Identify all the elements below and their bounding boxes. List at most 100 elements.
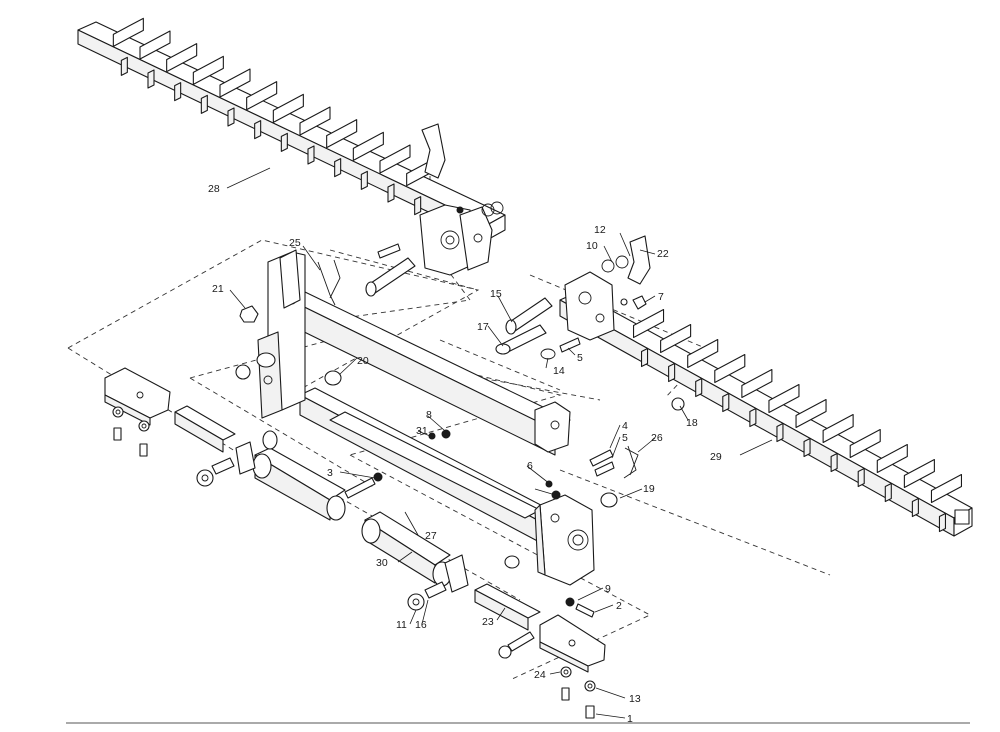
- latch-hook-part: [421, 123, 651, 285]
- callout-17: 17: [477, 321, 489, 333]
- upper-beam-tooth-tine: [174, 82, 182, 102]
- callout-18: 18: [686, 417, 698, 429]
- upper-beam-tooth-tine: [360, 170, 368, 190]
- callout-9: 9: [605, 583, 611, 595]
- spring-pin-26: [623, 445, 639, 479]
- upper-beam-tooth-plate: [352, 131, 384, 161]
- left-frame-bracket: [256, 249, 306, 419]
- clevis-left: [235, 430, 278, 475]
- callout-6: 6: [527, 460, 533, 472]
- upper-beam-tooth-plate: [246, 81, 278, 111]
- lower-beam-tooth-tine: [640, 347, 649, 368]
- upper-beam-tooth-plate: [272, 93, 304, 123]
- lower-beam-tooth-plate: [876, 443, 908, 474]
- lower-beam-tooth-tine: [803, 437, 811, 458]
- upper-beam-tooth-plate: [326, 119, 358, 149]
- callout-28: 28: [208, 183, 220, 195]
- upper-beam-tooth-plate: [139, 30, 171, 60]
- spring-pin-25: [317, 259, 341, 306]
- callout-2: 2: [616, 600, 622, 612]
- lower-beam-tooth-plate: [822, 413, 854, 444]
- lower-beam-tooth-tine: [884, 482, 892, 503]
- right-frame-bracket: [534, 401, 595, 586]
- callout-19: 19: [643, 483, 655, 495]
- lower-beam-tooth-tine: [911, 497, 919, 518]
- upper-beam-tooth-tine: [334, 158, 342, 178]
- callout-27: 27: [425, 530, 437, 542]
- pin-17: [495, 324, 547, 355]
- right-skid-shoe: [539, 614, 606, 673]
- upper-beam-tooth-tine: [280, 132, 288, 152]
- roller-cylinder-upper: [252, 447, 346, 521]
- upper-beam-tooth-tine: [254, 120, 262, 140]
- upper-tine-beam: [77, 17, 506, 241]
- lower-beam-tooth-tine: [695, 377, 703, 398]
- upper-beam-tooth-plate: [192, 55, 224, 85]
- callout-1: 1: [627, 713, 633, 725]
- upper-beam-tooth-tine: [227, 107, 235, 127]
- upper-beam-tooth-tine: [147, 69, 155, 89]
- callout-14: 14: [553, 365, 565, 377]
- callout-24: 24: [534, 669, 546, 681]
- lower-beam-tooth-plate: [714, 353, 746, 384]
- upper-beam-tooth-plate: [379, 144, 411, 174]
- callout-10: 10: [586, 240, 598, 252]
- upper-beam-tooth-plate: [166, 43, 198, 73]
- callout-20: 20: [357, 355, 369, 367]
- right-hitch-bracket: [564, 271, 615, 341]
- lower-beam-tooth-plate: [660, 323, 692, 354]
- lower-beam-tooth-tine: [857, 467, 865, 488]
- left-skid-shoe: [104, 367, 171, 426]
- upper-hitch-bracket: [419, 204, 493, 276]
- square-bar-right: [474, 583, 541, 631]
- lower-beam-tooth-tine: [749, 407, 757, 428]
- lower-beam-tooth-tine: [722, 392, 730, 413]
- callout-13: 13: [629, 693, 641, 705]
- upper-beam-tooth-tine: [120, 56, 128, 76]
- lower-beam-tooth-tine: [830, 452, 838, 473]
- upper-pin: [365, 257, 416, 297]
- callout-7: 7: [658, 291, 664, 303]
- callout-29: 29: [710, 451, 722, 463]
- upper-beam-tooth-plate: [219, 68, 251, 98]
- callout-5-upper: 5: [577, 352, 583, 364]
- callout-26: 26: [651, 432, 663, 444]
- main-frame: [289, 291, 571, 546]
- upper-beam-tooth-plate: [112, 17, 144, 47]
- upper-beam-tooth-tine: [200, 94, 208, 114]
- clevis-right: [444, 554, 469, 593]
- callout-labels: 1 2 3 4 5 5 6 7 8 9 10 11 12 13 14 15 16…: [208, 183, 722, 725]
- upper-beam-tooth-tine: [307, 145, 315, 165]
- roller-cylinder-lower: [361, 511, 452, 587]
- lower-beam-tooth-plate: [849, 428, 881, 459]
- callout-30: 30: [376, 557, 388, 569]
- upper-beam-tooth-tine: [414, 196, 422, 216]
- callout-25: 25: [289, 237, 301, 249]
- lower-beam-tooth-plate: [903, 458, 935, 489]
- leader-lines: [226, 167, 773, 719]
- pin-15: [505, 297, 553, 335]
- callout-15: 15: [490, 288, 502, 300]
- lower-tine-beam: [559, 291, 973, 537]
- lower-beam-tooth-plate: [930, 473, 963, 504]
- lower-beam-tooth-plate: [687, 338, 719, 369]
- lower-beam-tooth-tine: [938, 512, 947, 533]
- callout-16: 16: [415, 619, 427, 631]
- callout-5-lower: 5: [622, 432, 628, 444]
- lower-beam-tooth-plate: [795, 398, 827, 429]
- square-bar-left: [174, 405, 236, 453]
- callout-8: 8: [426, 409, 432, 421]
- lower-beam-tooth-plate: [768, 383, 800, 414]
- upper-beam-tooth-tine: [387, 183, 395, 203]
- lower-beam-tooth-plate: [632, 308, 665, 339]
- lower-beam-tooth-plate: [741, 368, 773, 399]
- callout-31: 31: [416, 425, 428, 437]
- lower-beam-tooth-tine: [776, 422, 784, 443]
- callout-22: 22: [657, 248, 669, 260]
- callout-12: 12: [594, 224, 606, 236]
- callout-11: 11: [396, 619, 407, 631]
- callout-23: 23: [482, 616, 494, 628]
- callout-4: 4: [622, 420, 628, 432]
- callout-21: 21: [212, 283, 224, 295]
